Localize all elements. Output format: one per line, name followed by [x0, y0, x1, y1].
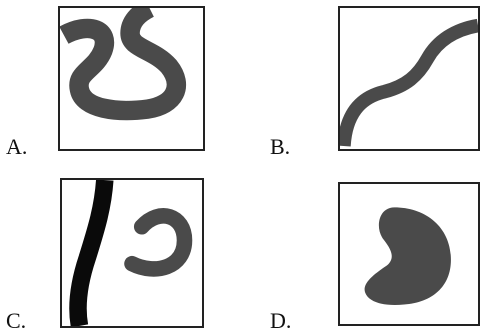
- option-a-winding-band: [60, 8, 187, 121]
- option-c-hook-shape: [124, 208, 193, 277]
- option-b-panel[interactable]: [338, 6, 480, 151]
- option-c-label: C.: [6, 308, 27, 333]
- option-a-figure: [60, 8, 187, 121]
- option-a-label: A.: [6, 134, 28, 159]
- option-c-panel[interactable]: [60, 178, 204, 328]
- option-d-figure: [364, 207, 451, 306]
- option-b-label: B.: [270, 134, 291, 159]
- option-d-panel[interactable]: [338, 182, 480, 326]
- option-b-curve-band: [340, 18, 478, 147]
- option-c-dark-band: [69, 180, 114, 326]
- option-d-label: D.: [270, 308, 292, 333]
- option-b-figure: [340, 18, 478, 147]
- option-c-figure: [69, 180, 193, 326]
- option-a-panel[interactable]: [58, 6, 205, 151]
- option-d-kidney-blob: [364, 207, 451, 306]
